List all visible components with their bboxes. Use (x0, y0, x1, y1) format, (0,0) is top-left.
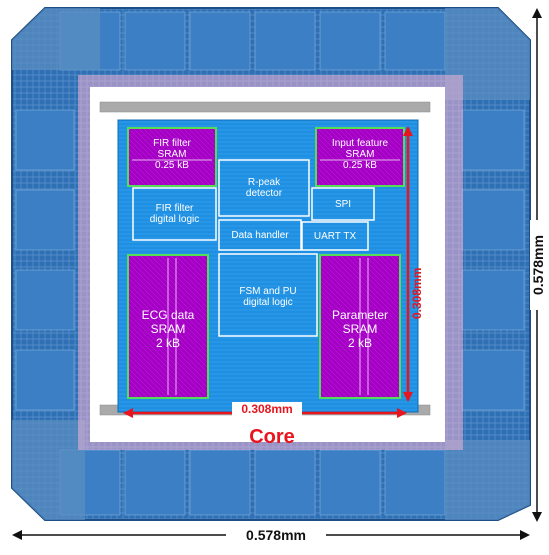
fsm-line2: digital logic (243, 297, 293, 308)
ecg-sram-line1: ECG data (141, 308, 195, 322)
chip-width-label: 0.578mm (226, 527, 326, 543)
fir-sram-label: FIR filter SRAM 0.25 kB (128, 138, 216, 171)
rpeak-label: R-peak detector (219, 177, 309, 199)
fsm-label: FSM and PU digital logic (219, 286, 317, 308)
input-sram-line1: Input feature (331, 138, 389, 149)
chip-height-label: 0.578mm (530, 220, 546, 310)
data-handler-label: Data handler (231, 230, 289, 241)
rpeak-line1: R-peak (247, 177, 281, 188)
input-sram-line2: SRAM (345, 149, 375, 160)
logic-blocks (132, 159, 375, 337)
core-height-label: 0.308mm (410, 267, 424, 319)
ecg-sram-line3: 2 kB (155, 336, 180, 350)
param-sram-line3: 2 kB (347, 336, 372, 350)
rpeak-block (218, 159, 310, 217)
param-sram-line1: Parameter (331, 308, 389, 322)
param-sram-label: Parameter SRAM 2 kB (320, 308, 400, 350)
pad-cells (15, 11, 525, 516)
input-sram-line3: 0.25 kB (343, 160, 377, 171)
fir-logic-block (132, 187, 217, 241)
fsm-line1: FSM and PU (239, 286, 297, 297)
ecg-sram-label: ECG data SRAM 2 kB (128, 308, 208, 350)
data-handler-block (218, 219, 302, 251)
core-width-label: 0.308mm (232, 402, 302, 416)
fir-sram-line1: FIR filter (153, 138, 191, 149)
core-label: Core (249, 426, 295, 448)
input-sram-label: Input feature SRAM 0.25 kB (316, 138, 404, 171)
corner-fills (12, 8, 530, 520)
sram-macros (127, 127, 405, 399)
param-sram-line2: SRAM (342, 322, 378, 336)
fir-logic-label: FIR filter digital logic (133, 203, 216, 225)
fsm-block (218, 253, 318, 337)
fir-sram-block (127, 127, 217, 187)
fir-logic-line2: digital logic (149, 214, 200, 225)
rpeak-line2: detector (245, 188, 283, 199)
input-sram-block (315, 127, 405, 187)
fir-sram-line2: SRAM (157, 149, 187, 160)
uart-block (301, 221, 369, 251)
spi-label: SPI (334, 199, 352, 210)
ecg-sram-line2: SRAM (150, 322, 186, 336)
uart-label: UART TX (313, 231, 357, 242)
fir-sram-line3: 0.25 kB (155, 160, 189, 171)
fir-logic-line1: FIR filter (155, 203, 194, 214)
spi-block (311, 187, 375, 221)
